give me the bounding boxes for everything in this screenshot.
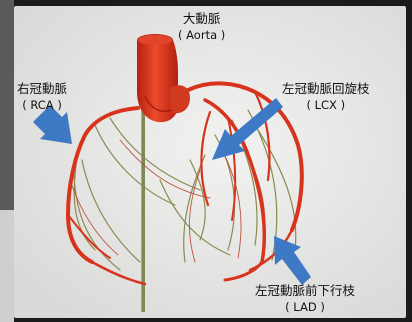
- lad-label-en: ( LAD ): [255, 299, 355, 316]
- lcx-label-en: ( LCX ): [282, 97, 370, 114]
- lcx-label: 左冠動脈回旋枝 ( LCX ): [282, 80, 370, 114]
- image-panel: [14, 6, 406, 318]
- lcx-label-jp: 左冠動脈回旋枝: [282, 81, 370, 96]
- lad-label: 左冠動脈前下行枝 ( LAD ): [255, 282, 355, 316]
- aorta-label-en: ( Aorta ): [178, 27, 225, 44]
- rca-label-jp: 右冠動脈: [17, 81, 67, 96]
- rca-label-en: ( RCA ): [17, 97, 67, 114]
- aorta-label-jp: 大動脈: [183, 11, 221, 26]
- rca-label: 右冠動脈 ( RCA ): [17, 80, 67, 114]
- lad-label-jp: 左冠動脈前下行枝: [255, 283, 355, 298]
- aorta-label: 大動脈 ( Aorta ): [178, 10, 225, 44]
